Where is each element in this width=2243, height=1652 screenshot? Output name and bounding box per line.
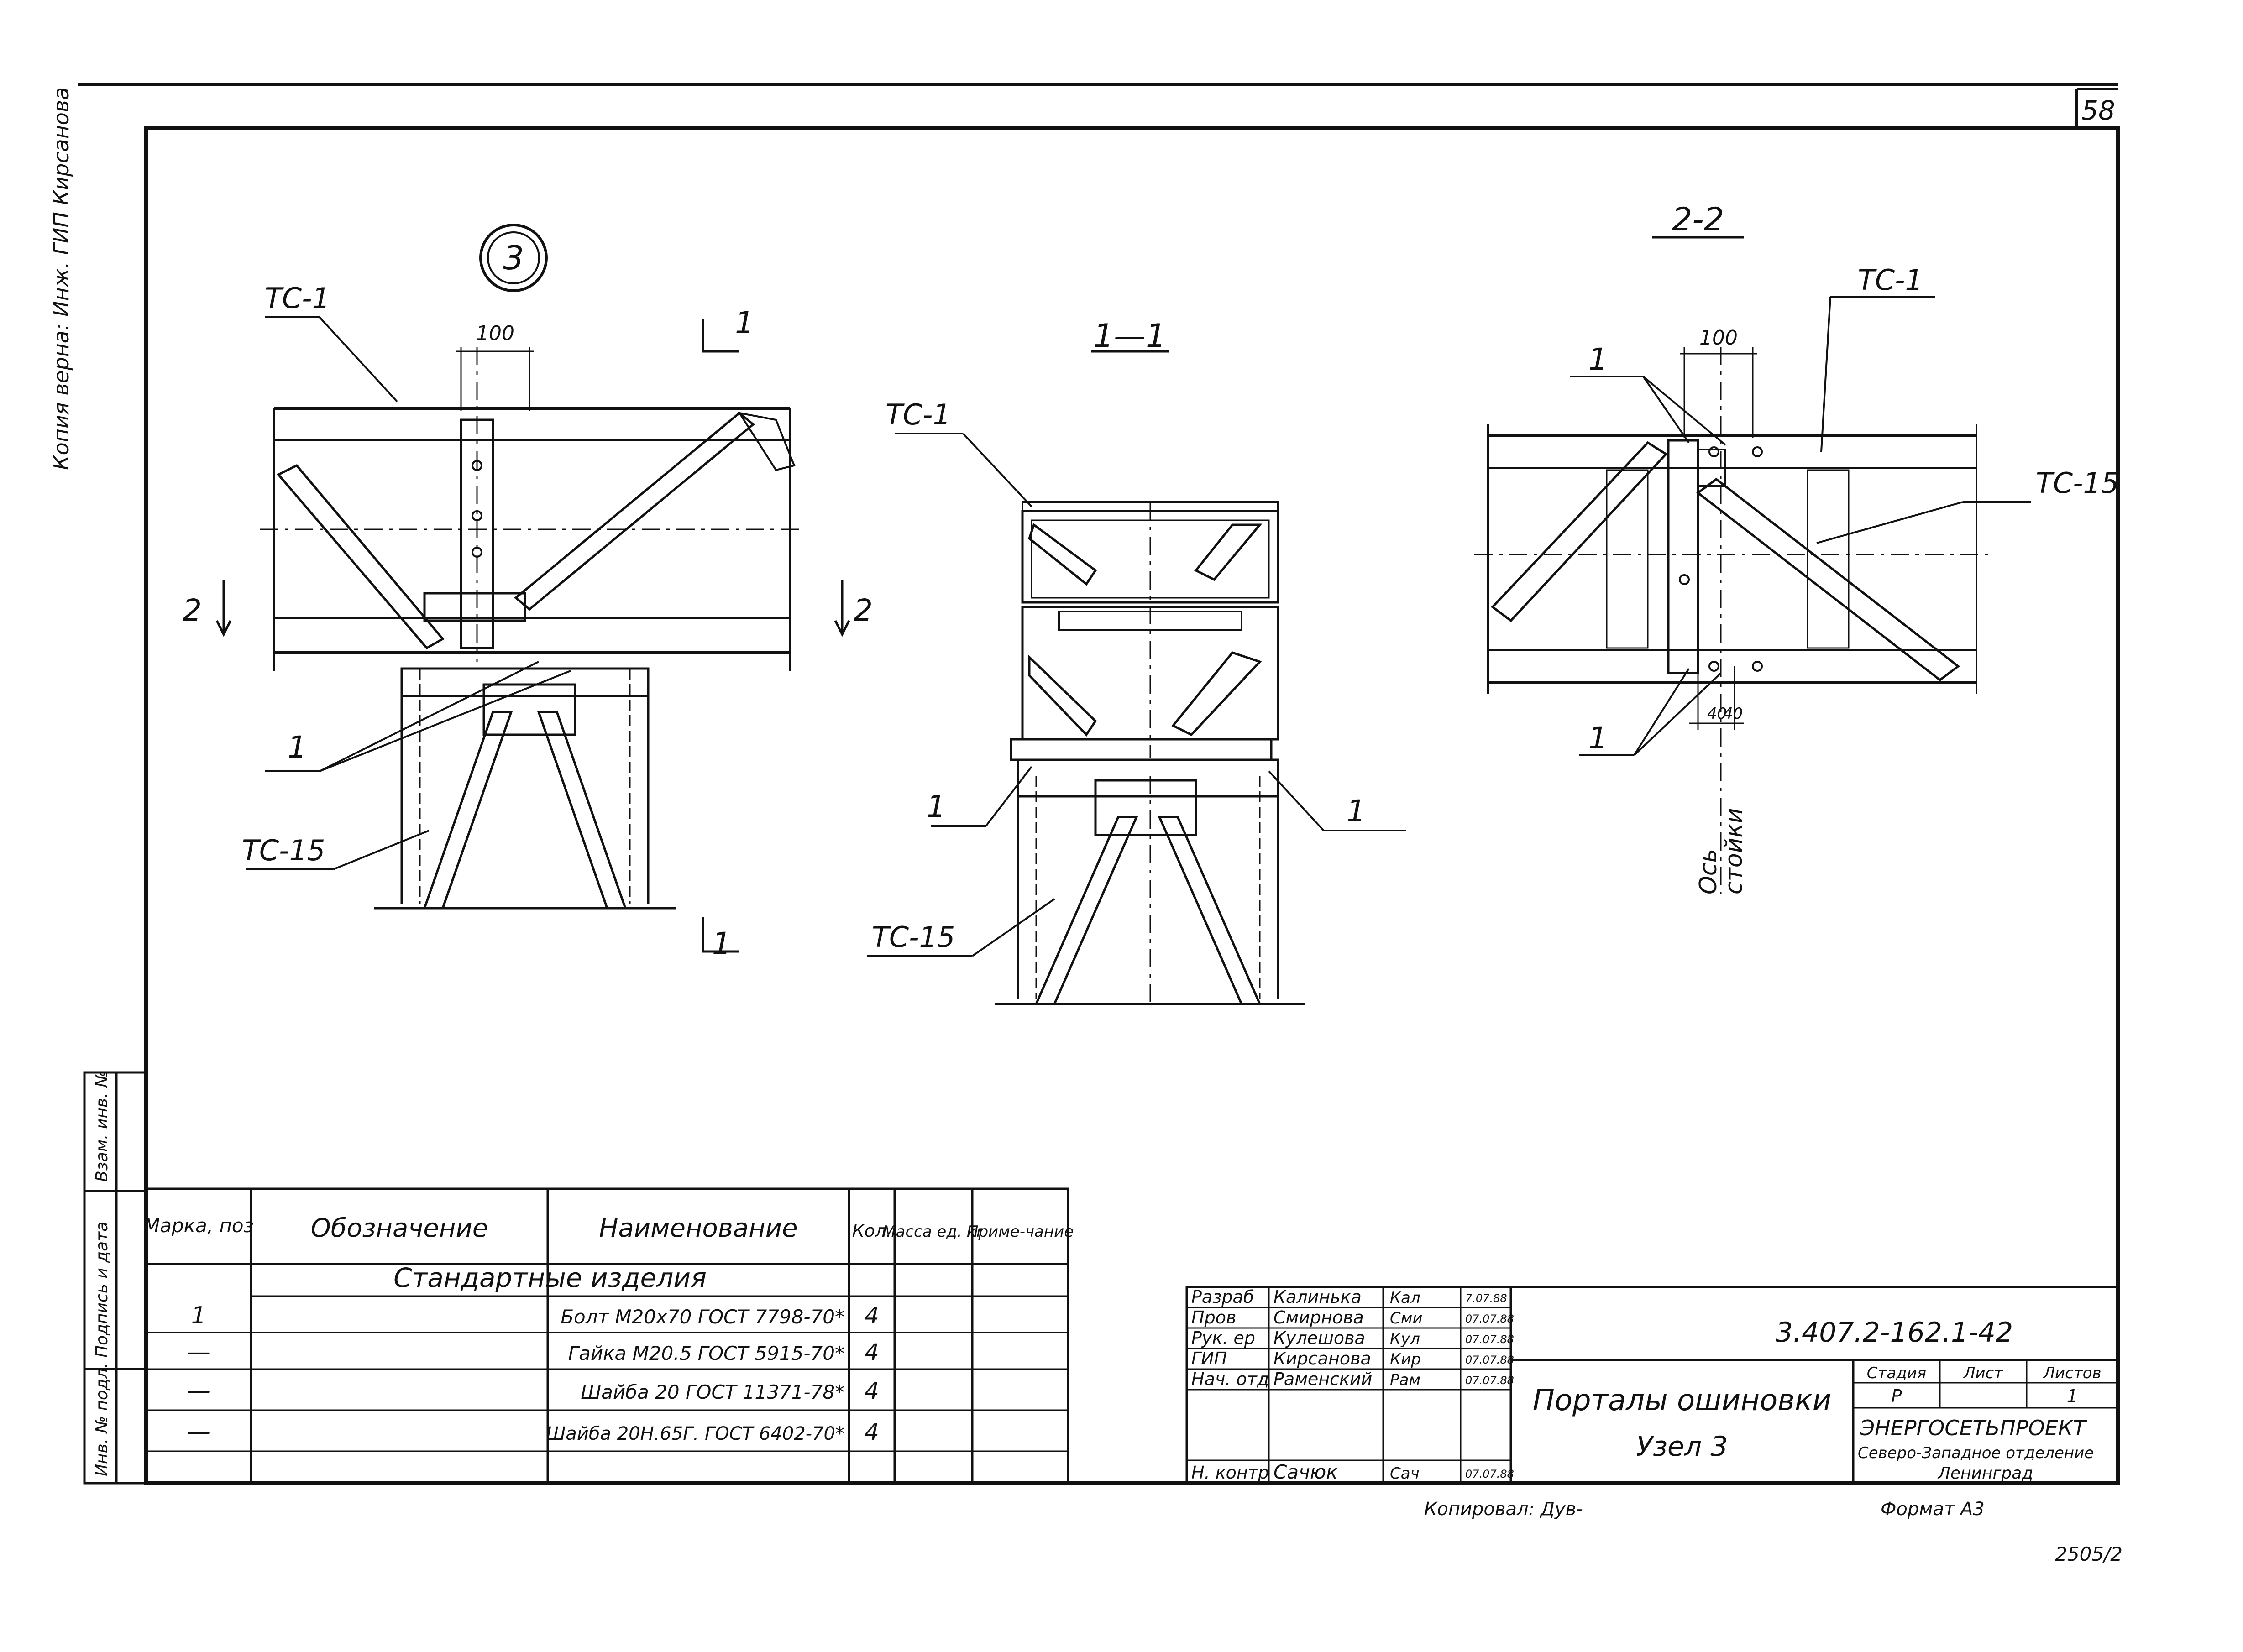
- section-2-2-dim-40b: 40: [1723, 705, 1743, 723]
- spec-row-3-qty: 4: [865, 1378, 879, 1404]
- section-2-2-dim-100: 100: [1699, 326, 1738, 350]
- spec-header-name: Наименование: [599, 1213, 797, 1243]
- spec-row-2-name: Гайка М20.5 ГОСТ 5915-70*: [568, 1342, 844, 1364]
- side-stamp-signature: Подпись и дата: [93, 1222, 111, 1358]
- org-line-1: ЭНЕРГОСЕТЬПРОЕКТ: [1860, 1416, 2087, 1440]
- org-line-2: Северо-Западное отделение: [1858, 1444, 2094, 1462]
- title-block: [1185, 1286, 2119, 1485]
- node-marker: [479, 224, 548, 292]
- node-label: 3: [503, 239, 524, 277]
- section-1-1-tc15-label: ТС-15: [872, 920, 955, 954]
- node-dim-100: 100: [476, 322, 514, 345]
- section-1-1-title: 1—1: [1093, 317, 1166, 355]
- node-tc15-label: ТС-15: [242, 834, 325, 867]
- sign-mark-5: Рам: [1390, 1371, 1420, 1389]
- node-callout-1: 1: [288, 730, 307, 765]
- stage-header: Стадия: [1867, 1364, 1926, 1382]
- sign-date-5: 07.07.88: [1465, 1374, 1514, 1387]
- sheets-header: Листов: [2042, 1364, 2101, 1382]
- section-2-2-tc15-label: ТС-15: [2036, 466, 2119, 500]
- sign-date-7: 07.07.88: [1465, 1468, 1514, 1480]
- spec-row-4-mark: —: [187, 1418, 210, 1446]
- spec-row-1-name: Болт М20х70 ГОСТ 7798-70*: [561, 1306, 844, 1328]
- node-tc1-label: ТС-1: [265, 282, 330, 315]
- archive-number: 2505/2: [2055, 1543, 2122, 1565]
- spec-row-3-mark: —: [187, 1377, 210, 1405]
- sign-name-2: Смирнова: [1273, 1307, 1364, 1328]
- section-2-2-dim-40a: 40: [1707, 705, 1727, 723]
- sign-role-5: Нач. отд: [1191, 1369, 1269, 1389]
- sign-role-7: Н. контр: [1191, 1463, 1269, 1483]
- node-section-right: 2: [854, 593, 873, 628]
- sign-name-5: Раменский: [1273, 1369, 1372, 1389]
- sign-date-3: 07.07.88: [1465, 1333, 1514, 1346]
- section-2-2-callout-top: 1: [1588, 342, 1608, 377]
- spec-header-qty: Кол.: [852, 1221, 892, 1241]
- copied-by: Копировал: Дув-: [1424, 1499, 1583, 1520]
- node-cut-bottom: 1: [712, 926, 731, 961]
- margin-note: Копия верна: Инж. ГИП Кирсанова: [49, 87, 73, 470]
- spec-row-2-mark: —: [187, 1338, 210, 1366]
- spec-row-1-mark: 1: [191, 1302, 206, 1329]
- spec-header-designation: Обозначение: [311, 1213, 488, 1243]
- sign-name-7: Сачюк: [1273, 1461, 1338, 1483]
- node-view: [215, 224, 850, 953]
- side-stamp-replacement: Взам. инв. №: [93, 1071, 111, 1182]
- sign-role-4: ГИП: [1191, 1349, 1227, 1369]
- side-stamp-inventory: Инв. № подл.: [93, 1363, 111, 1476]
- format-label: Формат А3: [1881, 1499, 1985, 1520]
- section-1-1-callout-left: 1: [927, 789, 946, 824]
- sign-mark-4: Кир: [1390, 1350, 1421, 1369]
- section-2-2-view: [1474, 236, 2031, 894]
- section-1-1-callout-right: 1: [1347, 794, 1366, 829]
- sign-mark-7: Сач: [1390, 1464, 1420, 1483]
- sign-role-1: Разраб: [1191, 1287, 1254, 1307]
- sign-mark-1: Кал: [1390, 1289, 1420, 1307]
- spec-row-2-qty: 4: [865, 1339, 879, 1365]
- spec-row-4-name: Шайба 20Н.65Г. ГОСТ 6402-70*: [546, 1423, 844, 1444]
- section-2-2-title: 2-2: [1672, 201, 1724, 238]
- spec-header-mark: Марка, поз: [143, 1214, 254, 1237]
- section-1-1-tc1-label: ТС-1: [886, 398, 951, 431]
- title-line-2: Узел 3: [1636, 1431, 1728, 1463]
- section-1-1-view: [867, 350, 1406, 1009]
- sign-role-2: Пров: [1191, 1307, 1236, 1328]
- sign-role-3: Рук. ер: [1191, 1328, 1255, 1348]
- axis-label-line2: стойки: [1720, 808, 1748, 894]
- sign-date-2: 07.07.88: [1465, 1312, 1514, 1325]
- frame: [78, 83, 2120, 1485]
- sign-mark-3: Кул: [1390, 1330, 1420, 1348]
- sheets-value: 1: [2067, 1386, 2078, 1406]
- sign-name-1: Калинька: [1273, 1287, 1362, 1307]
- spec-row-1-qty: 4: [865, 1302, 879, 1329]
- spec-header-mass: Масса ед. кг: [882, 1223, 985, 1241]
- spec-section-title: Стандартные изделия: [393, 1262, 707, 1293]
- section-2-2-tc1-label: ТС-1: [1858, 263, 1923, 297]
- sign-name-4: Кирсанова: [1273, 1349, 1371, 1369]
- spec-table: [145, 1187, 1069, 1485]
- sign-date-4: 07.07.88: [1465, 1354, 1514, 1366]
- sheet-header: Лист: [1963, 1364, 2003, 1382]
- title-document-code: 3.407.2-162.1-42: [1776, 1317, 2013, 1349]
- spec-row-3-name: Шайба 20 ГОСТ 11371-78*: [581, 1381, 844, 1403]
- spec-row-4-qty: 4: [865, 1419, 879, 1445]
- sign-name-3: Кулешова: [1273, 1328, 1365, 1348]
- sign-date-1: 7.07.88: [1465, 1292, 1507, 1305]
- title-line-1: Порталы ошиновки: [1533, 1384, 1831, 1417]
- sign-mark-2: Сми: [1390, 1309, 1423, 1328]
- section-2-2-axis-label: Ось стойки: [1695, 808, 1748, 894]
- section-2-2-callout-bottom: 1: [1588, 721, 1608, 756]
- node-section-left: 2: [183, 593, 202, 628]
- node-cut-top: 1: [735, 305, 754, 340]
- stage-value: Р: [1892, 1386, 1902, 1406]
- sheet-number: 58: [2081, 95, 2115, 126]
- spec-header-note: Приме-чание: [967, 1223, 1074, 1241]
- axis-label-line1: Ось: [1695, 849, 1722, 894]
- org-line-3: Ленинград: [1937, 1464, 2033, 1483]
